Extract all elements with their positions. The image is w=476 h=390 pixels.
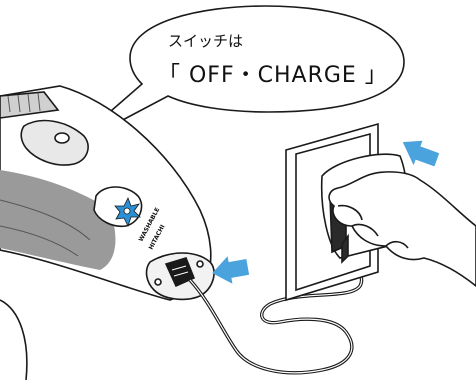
background-hand-edge <box>0 300 27 380</box>
callout-line2: 「 OFF・CHARGE 」 <box>158 63 388 88</box>
arrow-to-shaver <box>210 253 250 287</box>
callout-line1: スイッチは <box>168 32 243 50</box>
